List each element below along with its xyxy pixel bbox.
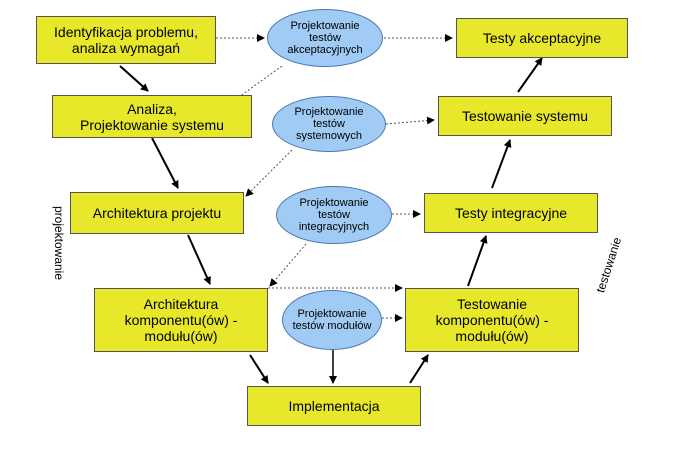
component-architecture-label: Architektura komponentu(ów) - modułu(ów) xyxy=(124,296,238,344)
system-design-box[interactable]: Analiza, Projektowanie systemu xyxy=(52,95,252,138)
implementation-label: Implementacja xyxy=(288,398,380,414)
component-architecture-box[interactable]: Architektura komponentu(ów) - modułu(ów) xyxy=(94,288,268,352)
project-architecture-box[interactable]: Architektura projektu xyxy=(70,192,244,234)
dotted-system-design-to-system-test xyxy=(385,116,435,125)
integration-tests-box[interactable]: Testy integracyjne xyxy=(424,193,598,233)
integration-test-design-ellipse[interactable]: Projektowanie testów integracyjnych xyxy=(276,186,392,244)
arrow-analysis-to-architecture xyxy=(151,137,179,189)
dotted-integration-design-to-component-arch xyxy=(269,243,307,287)
acceptance-tests-box[interactable]: Testy akceptacyjne xyxy=(456,18,628,58)
system-testing-box[interactable]: Testowanie systemu xyxy=(438,96,612,136)
system-design-label: Analiza, Projektowanie systemu xyxy=(80,100,224,133)
component-testing-box[interactable]: Testowanie komponentu(ów) - modułu(ów) xyxy=(405,288,579,352)
implementation-box[interactable]: Implementacja xyxy=(247,386,421,426)
dotted-system-design-to-architecture xyxy=(245,149,293,197)
integration-tests-label: Testy integracyjne xyxy=(454,205,568,221)
arrow-architecture-to-component xyxy=(187,234,211,285)
arrow-requirements-to-analysis xyxy=(119,65,149,92)
arrow-component-test-to-integration xyxy=(467,235,488,287)
arrow-component-to-implementation xyxy=(249,354,269,384)
arrow-system-test-to-acceptance xyxy=(517,57,543,93)
integration-test-design-label: Projektowanie testów integracyjnych xyxy=(298,197,370,233)
arrow-implementation-to-component-test xyxy=(409,354,429,384)
acceptance-tests-label: Testy akceptacyjne xyxy=(482,30,602,46)
design-side-label: projektowanie xyxy=(52,205,67,281)
requirements-analysis-box[interactable]: Identyfikacja problemu, analiza wymagań xyxy=(36,16,216,64)
acceptance-test-design-label: Projektowanie testów akceptacyjnych xyxy=(287,20,363,56)
arrow-integration-to-system-test xyxy=(491,139,512,189)
requirements-analysis-label: Identyfikacja problemu, analiza wymagań xyxy=(54,24,198,56)
system-test-design-label: Projektowanie testów systemowych xyxy=(294,106,364,142)
acceptance-test-design-ellipse[interactable]: Projektowanie testów akceptacyjnych xyxy=(267,9,383,67)
system-test-design-ellipse[interactable]: Projektowanie testów systemowych xyxy=(272,96,386,152)
module-test-design-ellipse[interactable]: Projektowanie testów modułów xyxy=(282,290,382,350)
module-test-design-label: Projektowanie testów modułów xyxy=(292,308,372,332)
project-architecture-label: Architektura projektu xyxy=(92,205,222,221)
component-testing-label: Testowanie komponentu(ów) - modułu(ów) xyxy=(435,296,549,344)
system-testing-label: Testowanie systemu xyxy=(461,108,589,124)
